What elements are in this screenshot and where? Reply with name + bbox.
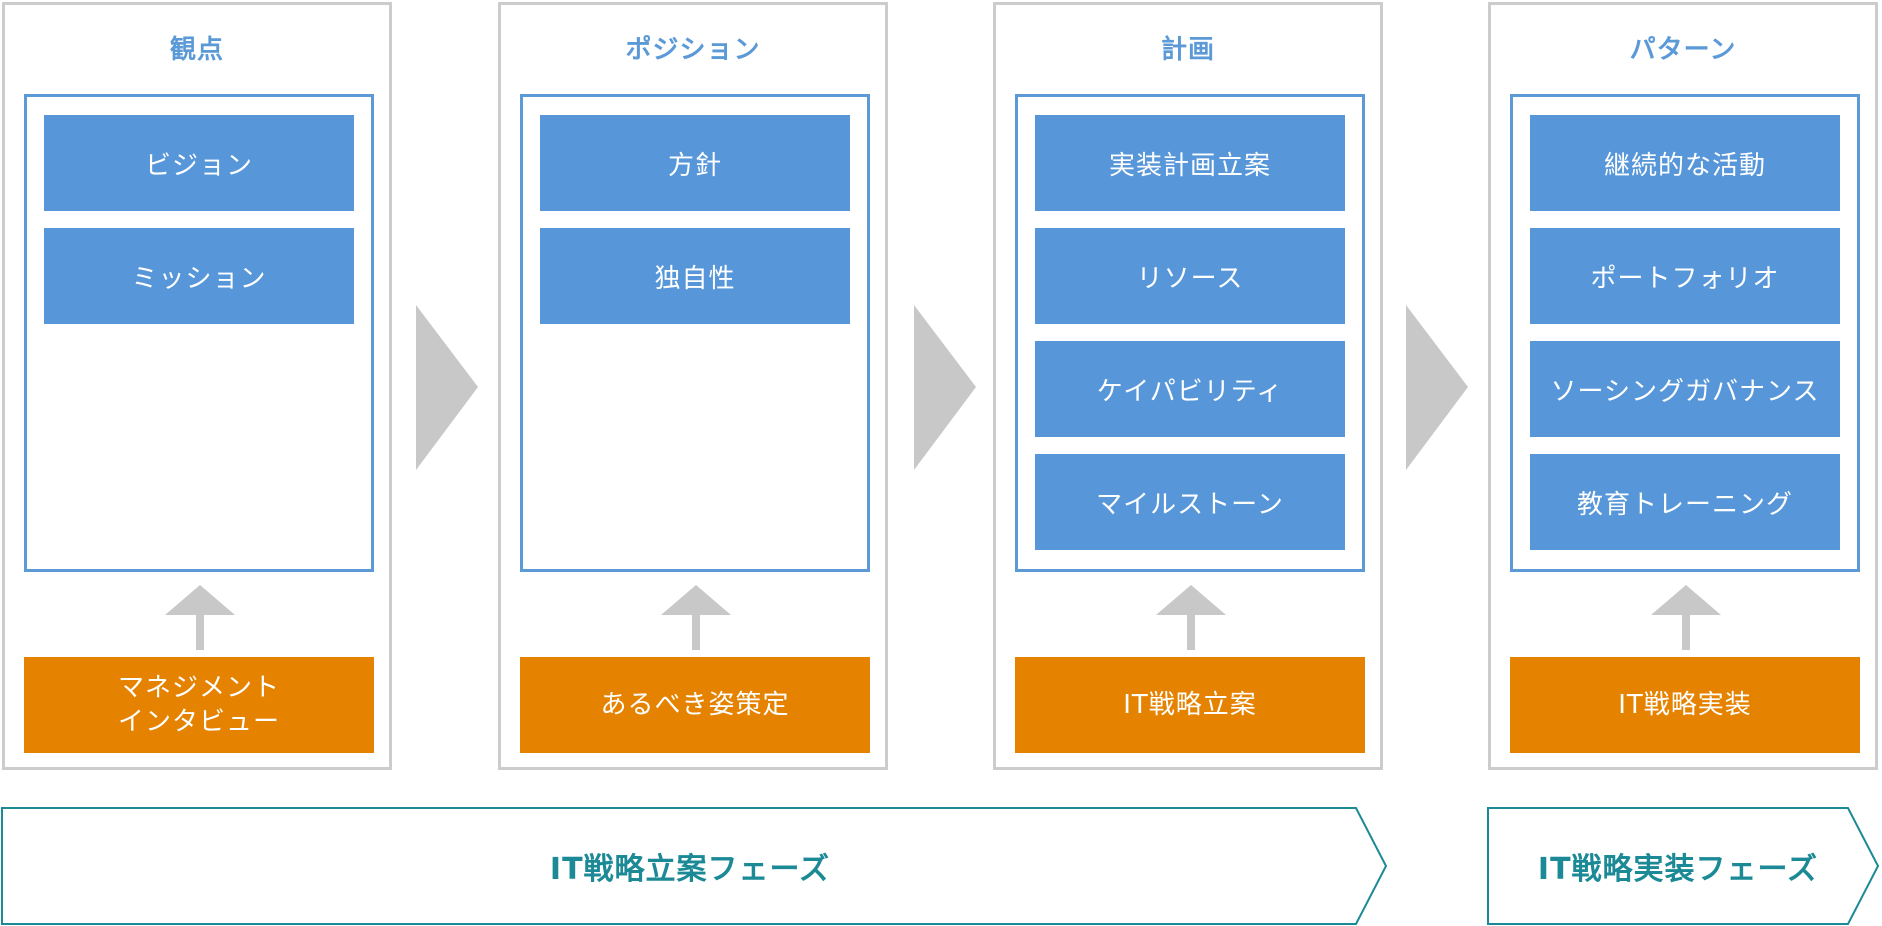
- column-pattern: パターン 継続的な活動 ポートフォリオ ソーシングガバナンス 教育トレーニング …: [1488, 2, 1878, 770]
- item-box: 独自性: [540, 228, 850, 324]
- column-position: ポジション 方針 独自性 あるべき姿策定: [498, 2, 888, 770]
- item-box: 実装計画立案: [1035, 115, 1345, 211]
- column-title: 計画: [1160, 35, 1215, 65]
- up-arrow-icon: [1156, 585, 1226, 650]
- column-title: パターン: [1629, 35, 1737, 65]
- item-box: 方針: [540, 115, 850, 211]
- item-box: ソーシングガバナンス: [1530, 341, 1840, 437]
- right-chevron-icon: [1406, 305, 1468, 470]
- item-box: ビジョン: [44, 115, 354, 211]
- column-title: 観点: [169, 35, 224, 65]
- source-box: あるべき姿策定: [520, 657, 870, 753]
- right-chevron-icon: [416, 305, 478, 470]
- up-arrow-icon: [1651, 585, 1721, 650]
- column-title: ポジション: [625, 35, 761, 65]
- phase-arrow-shape: [1, 807, 1388, 925]
- item-box: マイルストーン: [1035, 454, 1345, 550]
- phase-label: IT戦略実装フェーズ: [1537, 852, 1819, 887]
- column-items-box: ビジョン ミッション: [24, 94, 374, 572]
- right-chevron-icon: [914, 305, 976, 470]
- column-items-box: 実装計画立案 リソース ケイパビリティ マイルストーン: [1015, 94, 1365, 572]
- source-box: IT戦略実装: [1510, 657, 1860, 753]
- column-items-box: 方針 独自性: [520, 94, 870, 572]
- up-arrow-icon: [661, 585, 731, 650]
- item-box: ケイパビリティ: [1035, 341, 1345, 437]
- source-box: マネジメント インタビュー: [24, 657, 374, 753]
- item-box: 教育トレーニング: [1530, 454, 1840, 550]
- column-items-box: 継続的な活動 ポートフォリオ ソーシングガバナンス 教育トレーニング: [1510, 94, 1860, 572]
- source-box: IT戦略立案: [1015, 657, 1365, 753]
- item-box: リソース: [1035, 228, 1345, 324]
- item-box: 継続的な活動: [1530, 115, 1840, 211]
- phase-label: IT戦略立案フェーズ: [549, 852, 831, 887]
- phase-planning: IT戦略立案フェーズ: [0, 806, 1390, 926]
- column-perspective: 観点 ビジョン ミッション マネジメント インタビュー: [2, 2, 392, 770]
- item-box: ポートフォリオ: [1530, 228, 1840, 324]
- phase-implementation: IT戦略実装フェーズ: [1486, 806, 1880, 926]
- phase-arrow-shape: [1487, 807, 1880, 925]
- column-plan: 計画 実装計画立案 リソース ケイパビリティ マイルストーン IT戦略立案: [993, 2, 1383, 770]
- up-arrow-icon: [165, 585, 235, 650]
- item-box: ミッション: [44, 228, 354, 324]
